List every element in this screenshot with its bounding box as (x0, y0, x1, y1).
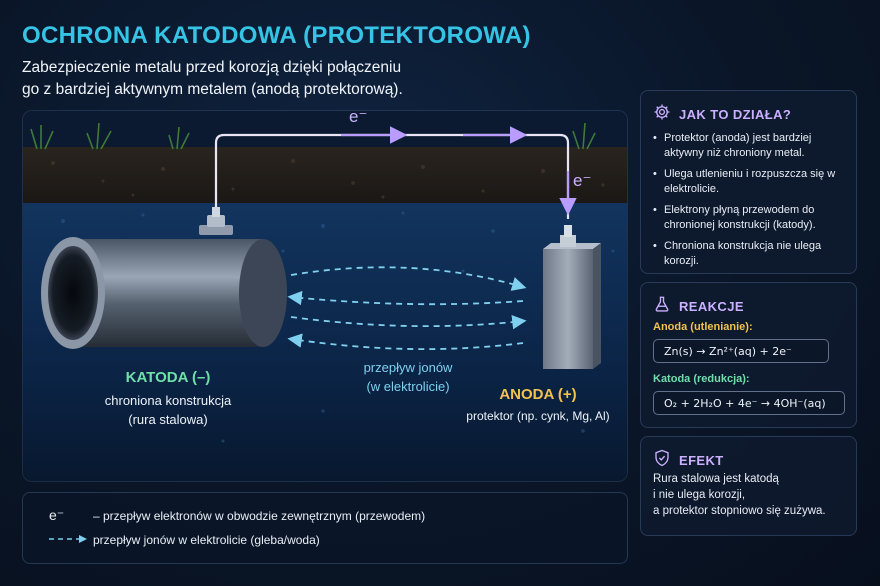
ion-flow-label: przepływ jonów (w elektrolicie) (338, 358, 478, 396)
cathode-description: chroniona konstrukcja (rura stalowa) (73, 391, 263, 429)
cathode-title: KATODA (–) (125, 369, 211, 386)
legend-electron-row: e⁻ – przepływ elektronów w obwodzie zewn… (49, 507, 425, 524)
legend-electron-text: – przepływ elektronów w obwodzie zewnętr… (93, 508, 426, 523)
effect-line-3: a protektor stopniowo się zużywa. (653, 505, 826, 517)
ion-flow-arrows (287, 266, 527, 351)
cathode-desc-line-1: chroniona konstrukcja (104, 393, 232, 408)
list-item: Chroniona konstrukcja nie ulega korozji. (653, 239, 848, 269)
list-item: Elektrony płyną przewodem do chronionej … (653, 203, 848, 233)
gear-icon (653, 103, 671, 126)
anode-equation: Zn(s) → Zn²⁺(aq) + 2e⁻ (653, 339, 829, 363)
list-item: Ulega utlenieniu i rozpuszcza się w elek… (653, 167, 848, 197)
effect-line-2: i nie ulega korozji, (653, 489, 746, 501)
reactions-header: REAKCJE (653, 295, 744, 318)
list-item: Protektor (anoda) jest bardziej aktywny … (653, 131, 848, 161)
legend-ion-arrow-icon (49, 533, 93, 547)
ion-flow-line-2: (w elektrolicie) (366, 379, 450, 394)
legend: e⁻ – przepływ elektronów w obwodzie zewn… (22, 492, 628, 564)
pipe-terminal (199, 207, 233, 235)
diagram-scene: e⁻ e⁻ KATODA (–) chroniona konstrukcja (… (22, 110, 628, 482)
ion-arrow-4 (287, 333, 524, 351)
reactions-title: REAKCJE (679, 299, 744, 314)
subtitle-line-2: go z bardziej aktywnym metalem (anodą pr… (22, 81, 403, 98)
ion-flow-line-1: przepływ jonów (363, 360, 453, 375)
how-it-works-title: JAK TO DZIAŁA? (679, 107, 792, 122)
soil-layer (23, 147, 627, 205)
subtitle-line-1: Zabezpieczenie metalu przed korozją dzię… (22, 59, 402, 76)
effect-header: EFEKT (653, 449, 724, 472)
sky-band (23, 111, 627, 149)
how-it-works-list: Protektor (anoda) jest bardziej aktywny … (653, 131, 848, 275)
effect-text: Rura stalowa jest katodą i nie ulega kor… (653, 471, 848, 519)
reactions-panel: REAKCJE Anoda (utlenianie): Zn(s) → Zn²⁺… (640, 282, 857, 428)
effect-line-1: Rura stalowa jest katodą (653, 473, 779, 485)
anode-reaction-label: Anoda (utlenianie): (653, 321, 753, 333)
legend-electron-symbol: e⁻ (49, 507, 65, 523)
legend-ion-row: przepływ jonów w elektrolicie (gleba/wod… (49, 533, 320, 547)
page-subtitle: Zabezpieczenie metalu przed korozją dzię… (22, 57, 442, 101)
effect-panel: EFEKT Rura stalowa jest katodą i nie ule… (640, 436, 857, 536)
anode-description: protektor (np. cynk, Mg, Al) (466, 409, 610, 423)
anode-title: ANODA (+) (499, 386, 577, 403)
ion-arrow-2 (287, 290, 524, 306)
flask-icon (653, 295, 671, 318)
cathode-equation: O₂ + 2H₂O + 4e⁻ → 4OH⁻(aq) (653, 391, 845, 415)
shield-check-icon (653, 449, 671, 472)
cathode-desc-line-2: (rura stalowa) (128, 412, 208, 427)
electron-label-right: e⁻ (573, 171, 592, 190)
how-it-works-panel: JAK TO DZIAŁA? Protektor (anoda) jest ba… (640, 90, 857, 274)
legend-ion-text: przepływ jonów w elektrolicie (gleba/wod… (93, 533, 320, 547)
steel-pipe (41, 237, 287, 349)
soil-texture (51, 159, 605, 199)
diagram-illustration (23, 111, 627, 481)
effect-title: EFEKT (679, 453, 724, 468)
cathode-reaction-label: Katoda (redukcja): (653, 373, 750, 385)
bubbles (41, 211, 615, 443)
page-title: OCHRONA KATODOWA (PROTEKTOROWA) (22, 22, 531, 49)
grass-tufts (30, 122, 596, 150)
anode-block (543, 225, 601, 369)
electron-label-top: e⁻ (349, 110, 368, 126)
how-it-works-header: JAK TO DZIAŁA? (653, 103, 791, 126)
